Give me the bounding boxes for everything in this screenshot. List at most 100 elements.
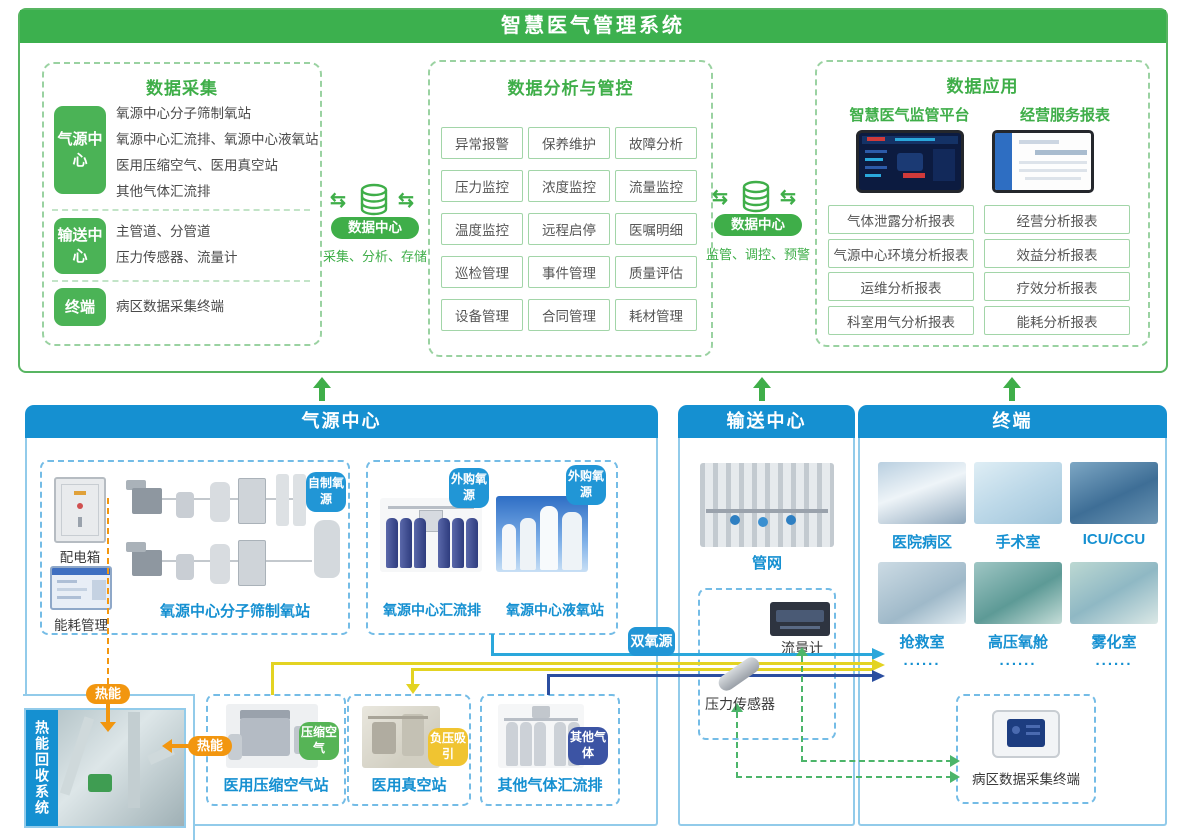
hyperbaric-chamber-photo [974,562,1062,624]
icu-photo [1070,462,1158,524]
analysis-item: 巡检管理 [441,256,523,288]
flow-data-line-horizontal [801,760,952,762]
vacuum-station-photo [362,706,440,768]
sensor-data-arrowhead [950,771,960,783]
terminal-header: 终端 [858,405,1167,438]
sync-arrows-icon: ⇆ [398,190,414,211]
monitor-platform-screenshot [856,130,964,193]
group-label-transport: 输送中心 [54,218,106,274]
distribution-box-label: 配电箱 [59,550,101,565]
analysis-item: 保养维护 [528,127,610,159]
report-item: 疗效分析报表 [984,272,1130,301]
energy-management-screenshot [50,566,112,610]
pressure-sensor-label: 压力传感器 [705,696,775,712]
application-title: 数据应用 [946,77,1019,96]
air-station-label: 医用压缩空气站 [223,777,329,794]
flow-meter-photo [770,602,830,636]
sensor-data-line-horizontal [736,776,952,778]
operating-room-photo [974,462,1062,524]
oxygen-line-horizontal [491,653,872,656]
collection-line: 氧源中心分子筛制氧站 [116,106,251,121]
heat-arrow-stem [106,704,110,722]
analysis-item: 浓度监控 [528,170,610,202]
energy-management-label: 能耗管理 [54,618,108,633]
heat-flow-dashed-line [107,498,109,684]
analysis-item: 设备管理 [441,299,523,331]
data-center-2-caption: 监管、调控、预警 [705,247,810,262]
ellipsis: ...... [999,652,1037,669]
report-item: 经营分析报表 [984,205,1130,234]
vacuum-line-horizontal [411,668,872,671]
group-label-terminal: 终端 [54,288,106,326]
analysis-item: 故障分析 [615,127,697,159]
analysis-title: 数据分析与管控 [507,79,634,98]
data-collection-title: 数据采集 [146,79,218,98]
air-line-vertical [271,662,274,695]
purchased-oxygen-badge: 外购氧源 [566,465,606,505]
pipe-network-photo [700,463,834,547]
analysis-item: 质量评估 [615,256,697,288]
analysis-item: 事件管理 [528,256,610,288]
oxygen-station-illustration [118,468,346,590]
collection-line: 氧源中心汇流排、氧源中心液氧站 [116,132,319,147]
pressure-sensor-photo [710,652,766,696]
ward-collector-photo [992,710,1060,758]
other-gas-line-vertical [547,674,550,695]
heat-recovery-label: 热能回收系统 [26,710,58,826]
heat-recovery-photo [58,710,184,826]
room-label: 雾化室 [1091,634,1137,651]
data-center-1-pill: 数据中心 [331,217,419,239]
analysis-item: 异常报警 [441,127,523,159]
manifold-photo [380,498,482,572]
heat-down-arrowhead [100,722,116,732]
gas-center-header: 气源中心 [25,405,658,438]
self-oxygen-badge: 自制氧源 [306,472,346,512]
analysis-item: 远程启停 [528,213,610,245]
sync-arrows-icon: ⇆ [780,187,796,208]
data-center-1-caption: 采集、分析、存储 [322,249,427,264]
other-gas-line-horizontal [547,674,872,677]
analysis-item: 耗材管理 [615,299,697,331]
oxygen-line-arrowhead [872,648,885,660]
heat-left-arrowhead [162,739,172,753]
manifold-label: 氧源中心汇流排 [383,602,481,618]
analysis-item: 流量监控 [615,170,697,202]
collection-line: 压力传感器、流量计 [116,250,238,265]
other-gas-line-arrowhead [872,670,885,682]
dual-oxygen-badge: 双氧源 [628,627,675,656]
ellipsis: ...... [903,652,941,669]
report-item: 运维分析报表 [828,272,974,301]
other-gas-badge: 其他气体 [568,727,608,765]
vacuum-station-box [347,694,471,806]
report-item: 效益分析报表 [984,239,1130,268]
ward-collector-label: 病区数据采集终端 [972,772,1080,787]
oxygen-line-vertical [491,634,494,655]
emergency-room-photo [878,562,966,624]
oxygen-station-label: 氧源中心分子筛制氧站 [159,603,310,620]
room-label: 医院病区 [891,534,952,551]
pipe-network-label: 管网 [751,555,782,572]
air-station-photo [226,704,318,768]
data-center-2-pill: 数据中心 [714,214,802,236]
lox-station-label: 氧源中心液氧站 [506,602,604,618]
air-line-arrowhead [872,659,885,671]
heat-arrow-stem [172,744,190,748]
system-title: 智慧医气管理系统 [501,15,685,37]
room-label: 高压氧舱 [987,634,1048,651]
purchased-oxygen-badge: 外购氧源 [449,468,489,508]
collection-line: 主管道、分管道 [116,224,211,239]
database-icon [740,180,772,219]
system-title-banner: 智慧医气管理系统 [20,10,1166,43]
report-item: 气源中心环境分析报表 [828,239,974,268]
distribution-box-photo [54,477,106,543]
compressed-air-badge: 压缩空气 [299,722,339,760]
report-item: 科室用气分析报表 [828,306,974,335]
heat-badge: 热能 [188,736,232,756]
analysis-item: 压力监控 [441,170,523,202]
other-gas-label: 其他气体汇流排 [497,777,603,794]
sensor-data-line-vertical [736,712,738,778]
ellipsis: ...... [1095,652,1133,669]
collection-line: 其他气体汇流排 [116,184,211,199]
sync-arrows-icon: ⇆ [330,190,346,211]
